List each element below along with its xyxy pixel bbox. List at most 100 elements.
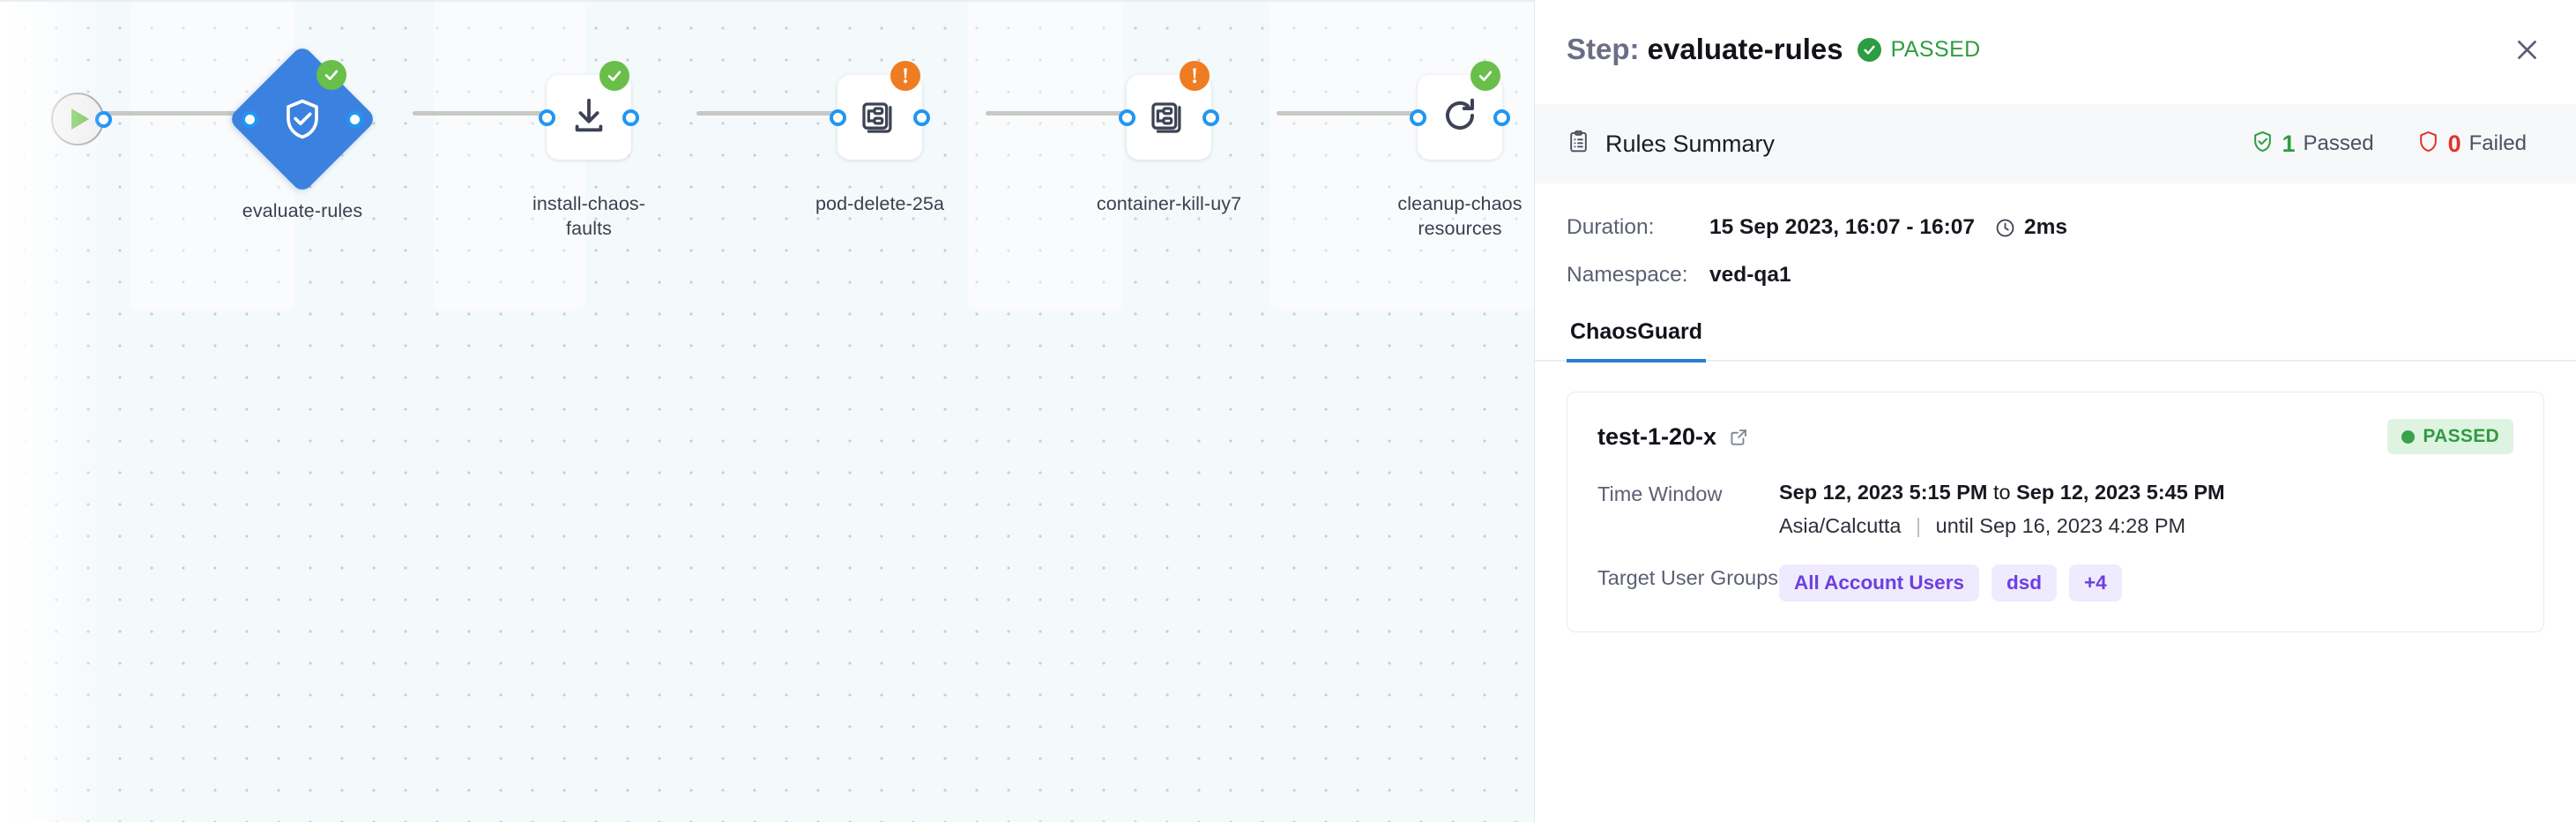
step-meta: Duration: 15 Sep 2023, 16:07 - 16:07 2ms… — [1535, 183, 2576, 288]
node-status-badge-success — [599, 61, 629, 91]
timezone: Asia/Calcutta — [1779, 514, 1902, 537]
page-title: Step: evaluate-rules — [1567, 33, 1843, 66]
clock-icon — [1994, 217, 2016, 239]
time-window-subtext: Asia/Calcutta | until Sep 16, 2023 4:28 … — [1779, 514, 2225, 538]
shield-check-icon — [249, 66, 355, 172]
meta-key: Namespace: — [1567, 263, 1688, 287]
connector-rail — [88, 111, 256, 116]
node-port[interactable] — [1410, 109, 1426, 126]
node-port[interactable] — [830, 109, 846, 126]
node-status-badge-success — [1470, 61, 1500, 91]
panel-title-prefix: Step: — [1567, 33, 1640, 65]
node-port[interactable] — [539, 109, 555, 126]
target-user-groups-chips: All Account Users dsd +4 — [1779, 564, 2122, 602]
stage-band — [968, 0, 1123, 310]
rules-passed-label: Passed — [2303, 131, 2374, 155]
pipeline-node-pod-delete-25a[interactable]: ! pod-delete-25a — [815, 61, 944, 214]
tab-chaosguard[interactable]: ChaosGuard — [1567, 310, 1707, 362]
node-port[interactable] — [622, 109, 639, 126]
node-port[interactable] — [95, 111, 112, 128]
node-label-pod-delete-25a: pod-delete-25a — [815, 193, 945, 214]
rules-failed-stat: 0 Failed — [2416, 129, 2527, 159]
meta-row-namespace: Namespace: ved-qa1 — [1567, 263, 2544, 288]
pipeline-start-node[interactable] — [51, 93, 112, 146]
pipeline-node-cleanup-chaos-resources[interactable]: cleanup-chaos resources — [1397, 61, 1522, 239]
subtext-divider: | — [1915, 514, 1922, 537]
card-header: test-1-20-x PASSED — [1597, 419, 2513, 454]
time-window-range: Sep 12, 2023 5:15 PM to Sep 12, 2023 5:4… — [1779, 481, 2225, 504]
canvas-top-divider — [0, 0, 1534, 2]
time-window-start: Sep 12, 2023 5:15 PM — [1779, 481, 1988, 504]
meta-key: Duration: — [1567, 215, 1655, 239]
duration-range: 15 Sep 2023, 16:07 - 16:07 — [1709, 215, 1976, 239]
rules-summary-bar: Rules Summary 1 Passed — [1535, 104, 2576, 183]
panel-title-step-name: evaluate-rules — [1647, 33, 1843, 65]
close-icon[interactable] — [2507, 30, 2546, 69]
connector-rail — [696, 111, 838, 116]
time-window-values: Sep 12, 2023 5:15 PM to Sep 12, 2023 5:4… — [1779, 481, 2225, 538]
card-row-target-user-groups: Target User Groups All Account Users dsd… — [1597, 564, 2513, 602]
rules-summary-title: Rules Summary — [1605, 130, 1776, 157]
rule-status-pill: PASSED — [2387, 419, 2513, 454]
node-status-badge-warning: ! — [1180, 61, 1210, 91]
connector-rail — [986, 111, 1127, 116]
pipeline-node-container-kill-uy7[interactable]: ! container-kill-uy7 — [1097, 61, 1241, 214]
user-group-overflow-chip[interactable]: +4 — [2068, 564, 2122, 602]
card-row-time-window: Time Window Sep 12, 2023 5:15 PM to Sep … — [1597, 481, 2513, 538]
node-label-line: resources — [1418, 218, 1502, 240]
node-port[interactable] — [1493, 109, 1510, 126]
node-label-line: faults — [566, 218, 612, 240]
status-badge: PASSED — [1890, 36, 1981, 62]
node-port[interactable] — [1202, 109, 1219, 126]
step-details-panel: Step: evaluate-rules PASSED — [1534, 0, 2576, 822]
time-window-label: Time Window — [1597, 482, 1723, 505]
node-label-evaluate-rules: evaluate-rules — [242, 200, 363, 221]
node-label-cleanup-chaos-resources: cleanup-chaos resources — [1372, 191, 1534, 242]
node-status-badge-success — [316, 60, 346, 90]
shield-icon — [2416, 129, 2440, 159]
shield-check-icon — [2251, 129, 2274, 159]
node-label-container-kill-uy7: container-kill-uy7 — [1096, 193, 1242, 214]
target-user-groups-label: Target User Groups — [1597, 566, 1779, 589]
node-label-line: cleanup-chaos — [1397, 193, 1523, 214]
rules-failed-label: Failed — [2468, 131, 2527, 155]
meta-row-duration: Duration: 15 Sep 2023, 16:07 - 16:07 2ms — [1567, 215, 2544, 240]
pipeline-canvas[interactable]: evaluate-rules install-chaos- faults — [0, 0, 1534, 822]
panel-header: Step: evaluate-rules PASSED — [1535, 0, 2576, 69]
node-label-install-chaos-faults: install-chaos- faults — [501, 191, 677, 242]
time-window-join: to — [1992, 481, 2011, 504]
play-icon — [71, 108, 89, 130]
time-window-end: Sep 12, 2023 5:45 PM — [2016, 481, 2225, 504]
until-text: until Sep 16, 2023 4:28 PM — [1935, 514, 2186, 537]
clipboard-icon — [1567, 130, 1590, 158]
rules-failed-count: 0 — [2447, 130, 2461, 157]
meta-value: 15 Sep 2023, 16:07 - 16:07 2ms — [1709, 215, 2067, 240]
node-port[interactable] — [242, 111, 258, 128]
duration-elapsed: 2ms — [2024, 215, 2068, 239]
download-icon — [569, 95, 609, 140]
node-port[interactable] — [346, 111, 363, 128]
check-circle-icon — [1857, 37, 1881, 62]
rules-passed-count: 1 — [2282, 130, 2296, 157]
panel-tabs: ChaosGuard — [1535, 310, 2576, 362]
chaos-fault-icon — [1149, 95, 1189, 140]
node-port[interactable] — [1119, 109, 1135, 126]
refresh-icon — [1439, 94, 1481, 141]
meta-value: ved-qa1 — [1709, 263, 1791, 287]
status-dot-icon — [2401, 430, 2416, 444]
node-status-badge-warning: ! — [890, 61, 920, 91]
pipeline-node-evaluate-rules[interactable]: evaluate-rules — [227, 44, 377, 221]
user-group-chip[interactable]: dsd — [1991, 564, 2057, 602]
node-label-line: install-chaos- — [532, 193, 646, 214]
chaos-fault-icon — [860, 95, 900, 140]
chaosguard-rule-card: test-1-20-x PASSED Time Window Sep 12, 2 — [1567, 392, 2544, 632]
user-group-chip[interactable]: All Account Users — [1779, 564, 1979, 602]
external-link-icon[interactable] — [1729, 427, 1749, 447]
pipeline-node-install-chaos-faults[interactable]: install-chaos- faults — [532, 61, 645, 239]
connector-rail — [413, 111, 547, 116]
node-port[interactable] — [913, 109, 930, 126]
connector-rail — [1277, 111, 1418, 116]
rule-name: test-1-20-x — [1597, 422, 1717, 450]
rules-passed-stat: 1 Passed — [2251, 129, 2374, 159]
